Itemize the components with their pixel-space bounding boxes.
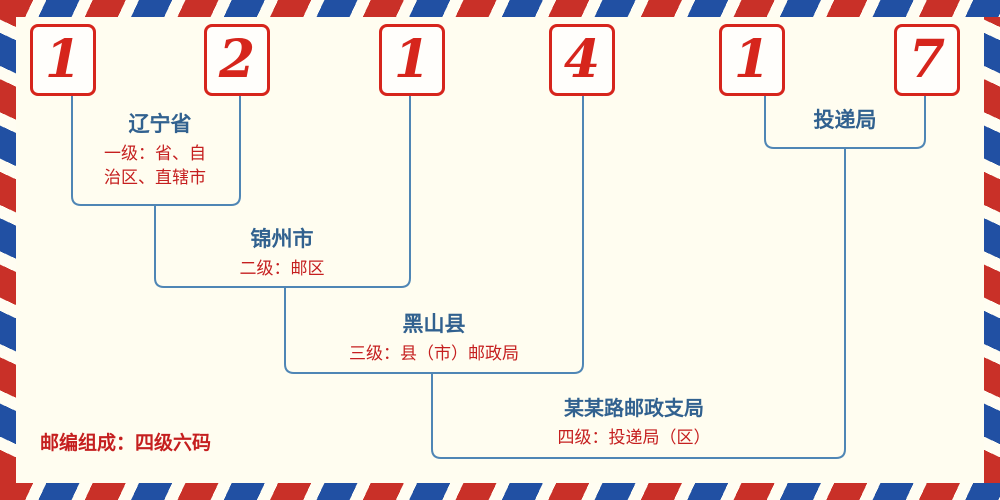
airmail-border-bottom (0, 483, 1000, 500)
digit-1: 1 (44, 29, 82, 90)
airmail-border-top (0, 0, 1000, 17)
airmail-border-right (984, 17, 1000, 483)
footer-note: 邮编组成：四级六码 (40, 432, 212, 454)
label-level4-desc: 四级：投递局（区） (557, 428, 711, 448)
digit-box-3: 1 (379, 24, 445, 96)
digit-3: 1 (393, 29, 431, 90)
label-level1-desc: 一级：省、自 治区、直辖市 (104, 144, 206, 188)
label-level3-title: 黑山县 (402, 312, 466, 336)
label-level2-desc: 二级：邮区 (239, 259, 325, 279)
label-delivery-title: 投递局 (813, 108, 877, 132)
digit-4: 4 (563, 29, 601, 90)
digit-5: 1 (733, 29, 771, 90)
digit-6: 7 (908, 29, 946, 90)
digit-box-2: 2 (204, 24, 270, 96)
label-level4-title: 某某路邮政支局 (564, 396, 704, 420)
label-level3-desc: 三级：县（市）邮政局 (349, 344, 519, 364)
label-level2-title: 锦州市 (250, 227, 314, 251)
digit-box-5: 1 (719, 24, 785, 96)
airmail-border-left (0, 17, 16, 483)
label-level1-title: 辽宁省 (128, 112, 192, 136)
digit-box-6: 7 (894, 24, 960, 96)
digit-box-1: 1 (30, 24, 96, 96)
digit-box-4: 4 (549, 24, 615, 96)
digit-2: 2 (218, 29, 256, 90)
